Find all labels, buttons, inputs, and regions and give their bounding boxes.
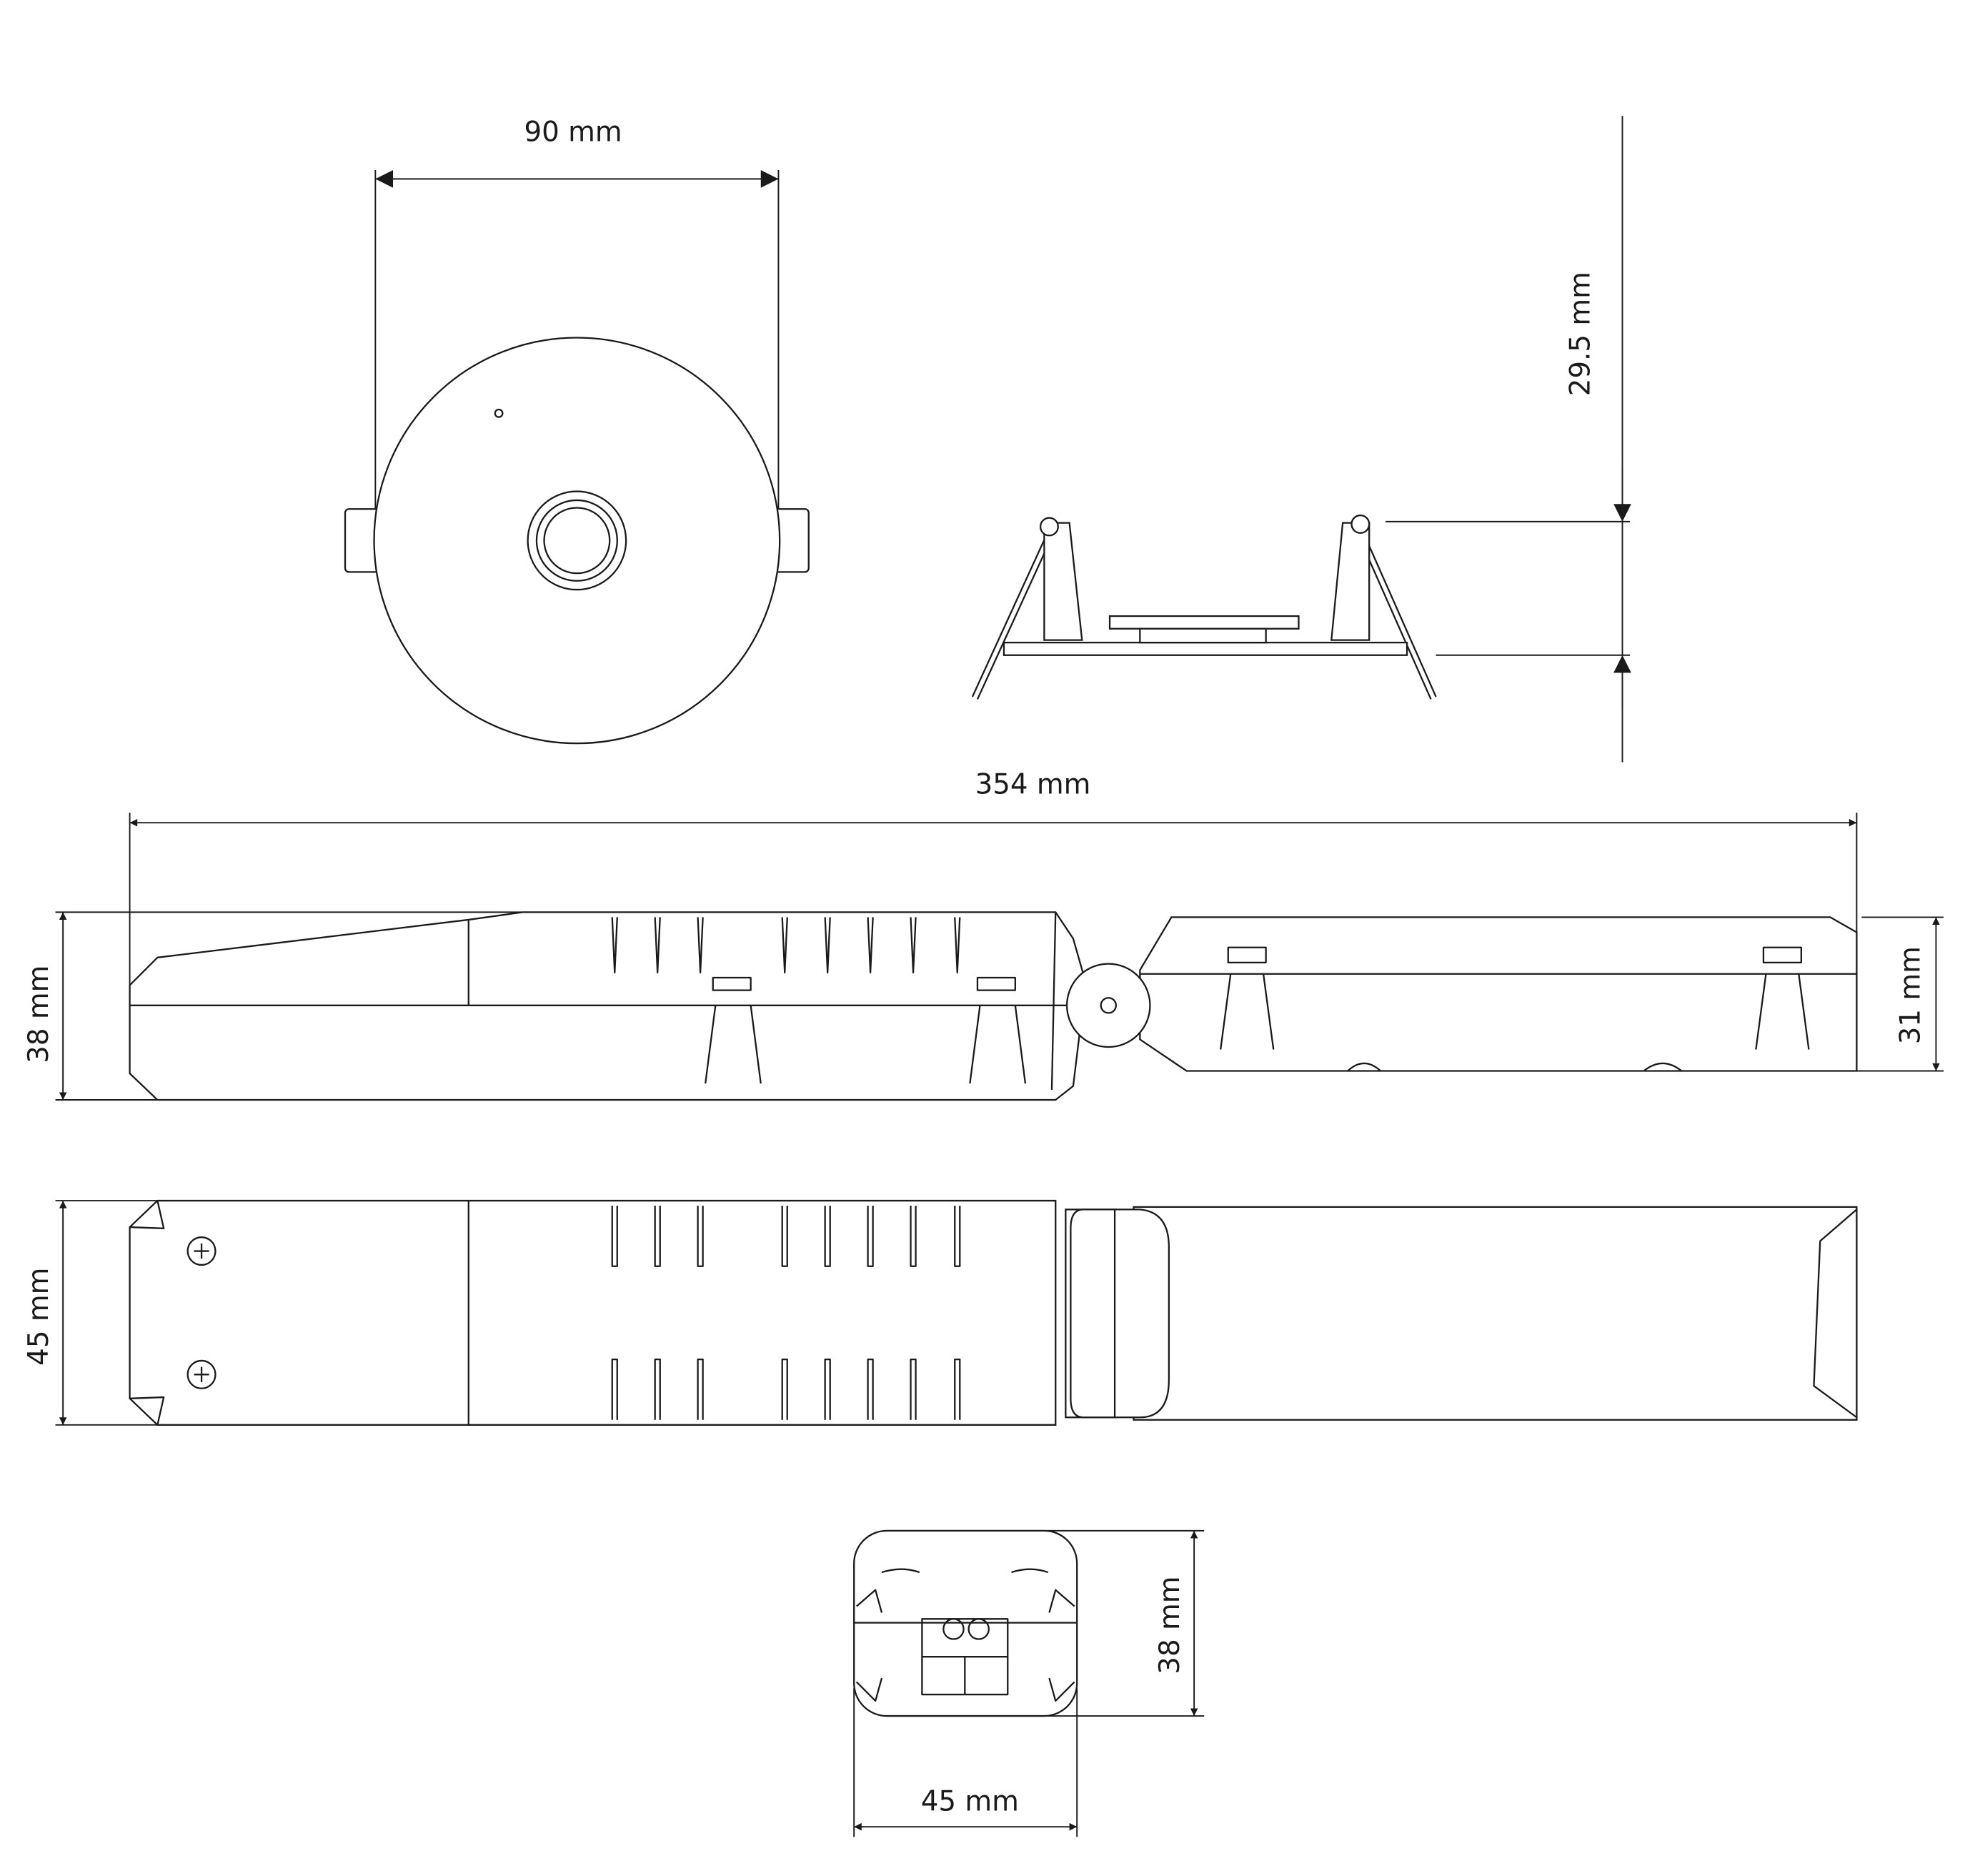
driver-top-view: [129, 1199, 1057, 1426]
luminaire-top-view: [344, 337, 810, 745]
driver-side-view: [129, 911, 1087, 1101]
dimension-label: 29.5 mm: [1565, 272, 1597, 396]
dimension-diameter: 90 mm: [374, 116, 780, 510]
dimension-label: 38 mm: [23, 966, 55, 1063]
dimension-label: 31 mm: [1895, 946, 1927, 1044]
dimension-label: 45 mm: [921, 1785, 1019, 1817]
dimension-battery-height: 31 mm: [1856, 916, 1944, 1072]
dimension-label: 354 mm: [975, 769, 1091, 801]
driver-end-view: [853, 1529, 1078, 1717]
battery-side-view: [1065, 916, 1858, 1072]
dimension-end-height: 38 mm: [1045, 1529, 1205, 1717]
dimension-driver-height: 38 mm: [23, 911, 523, 1101]
dimension-label: 90 mm: [524, 116, 622, 149]
dimension-label: 45 mm: [23, 1268, 55, 1366]
dimension-total-length: 354 mm: [129, 769, 1858, 996]
dimension-end-width: 45 mm: [853, 1688, 1078, 1837]
luminaire-side-view: [971, 514, 1437, 700]
dimension-top-width: 45 mm: [23, 1200, 158, 1426]
dimension-height: 29.5 mm: [1386, 116, 1631, 763]
battery-top-view: [1065, 1206, 1858, 1421]
dimension-label: 38 mm: [1154, 1577, 1186, 1674]
